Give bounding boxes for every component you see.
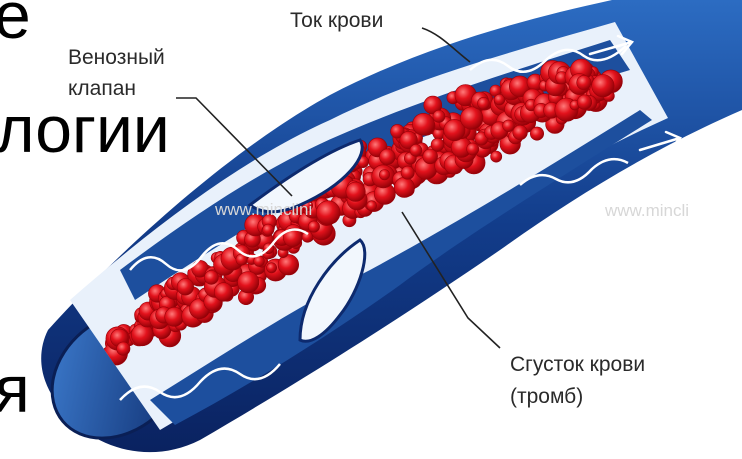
clot-cell — [491, 151, 502, 162]
label-venous-valve-line1: Венозный — [68, 45, 165, 70]
label-blood-flow: Ток крови — [290, 8, 383, 33]
clot-cell — [577, 95, 592, 110]
clot-cell — [214, 283, 233, 302]
clot-cell — [346, 182, 365, 201]
watermark-right: www.mincli — [605, 201, 689, 221]
label-clot-line2: (тромб) — [510, 384, 583, 409]
clot-cell — [530, 127, 543, 140]
clot-cell — [401, 166, 414, 179]
label-clot-line1: Сгусток крови — [510, 352, 645, 377]
clot-cell — [410, 144, 422, 156]
clot-cell — [413, 113, 435, 135]
clot-cell — [379, 149, 395, 165]
clot-cell — [316, 201, 340, 225]
clot-cell — [478, 97, 490, 109]
clot-cell — [238, 272, 259, 293]
clot-cell — [367, 201, 377, 211]
clot-cell — [394, 177, 414, 197]
clot-cell — [513, 125, 528, 140]
clot-cell — [592, 75, 614, 97]
clot-cell — [431, 138, 444, 151]
clot-cell — [177, 279, 194, 296]
clot-cell — [204, 270, 218, 284]
clot-cell — [423, 149, 438, 164]
watermark-left: www.minclini — [215, 200, 312, 220]
clot-cell — [433, 110, 445, 122]
clot-cell — [267, 263, 277, 273]
clot-cell — [379, 170, 389, 180]
clot-cell — [308, 221, 319, 232]
clot-cell — [467, 143, 479, 155]
clot-cell — [263, 224, 274, 235]
clot-cell — [503, 120, 515, 132]
clot-cell — [117, 342, 130, 355]
clot-cell — [577, 75, 591, 89]
clot-cell — [165, 307, 184, 326]
label-venous-valve-line2: клапан — [68, 76, 136, 101]
clot-cell — [460, 107, 483, 130]
